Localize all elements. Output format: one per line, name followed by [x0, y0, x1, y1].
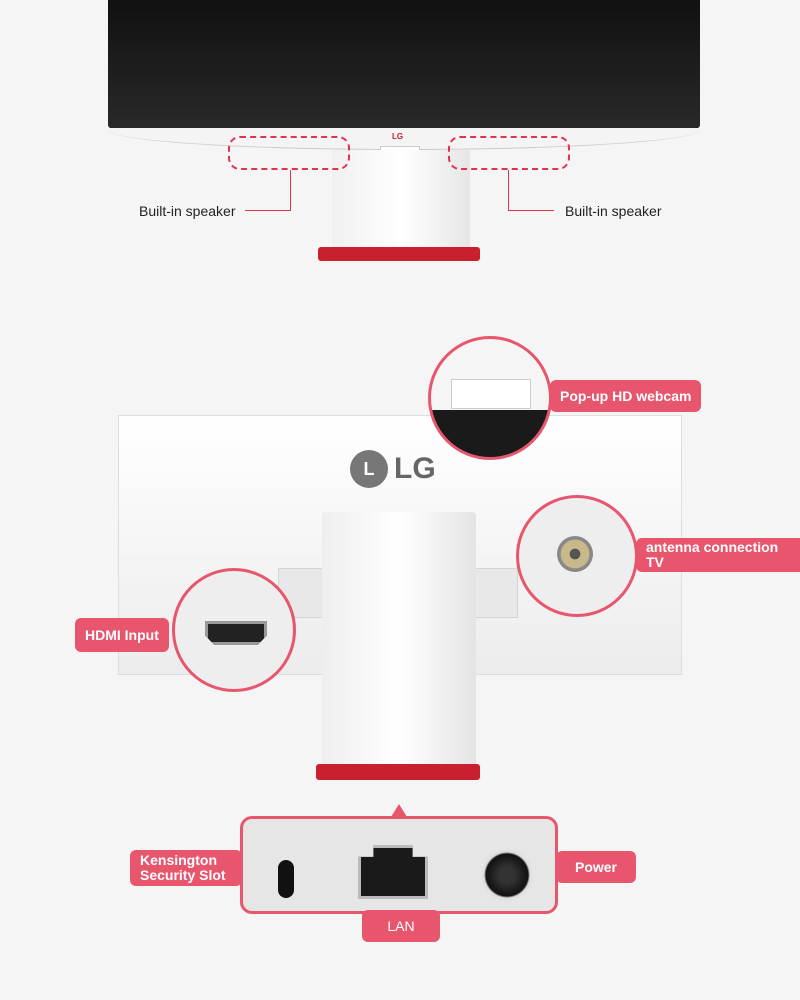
back-logo-text: LG: [394, 452, 436, 485]
leader-right-h: [508, 210, 554, 211]
leader-left: [290, 170, 291, 211]
lan-label: LAN: [362, 910, 440, 942]
front-logo: LG: [392, 132, 404, 141]
back-stand-base: [316, 764, 480, 780]
webcam-callout: [428, 336, 552, 460]
speaker-highlight-right: [448, 136, 570, 170]
kensington-slot-icon: [278, 860, 294, 898]
antenna-label: antenna connection TV: [636, 538, 800, 572]
speaker-label-right: Built-in speaker: [565, 203, 662, 219]
leader-right: [508, 170, 509, 211]
power-label: Power: [556, 851, 636, 883]
callout-pointer: [391, 804, 407, 817]
back-stand: [322, 512, 476, 767]
leader-left-h: [245, 210, 291, 211]
back-logo: L LG: [350, 450, 436, 488]
monitor-screen: [108, 0, 700, 135]
stand-base: [318, 247, 480, 261]
webcam-label: Pop-up HD webcam: [550, 380, 702, 412]
hdmi-label: HDMI Input: [75, 618, 169, 652]
speaker-label-left: Built-in speaker: [139, 203, 236, 219]
kensington-label: Kensington Security Slot: [130, 850, 242, 886]
hdmi-port-icon: [205, 621, 267, 645]
antenna-connector-icon: [557, 536, 593, 572]
antenna-callout: [516, 495, 638, 617]
lg-logo-icon: L: [350, 450, 388, 488]
webcam-icon: [451, 379, 531, 409]
hdmi-callout: [172, 568, 296, 692]
speaker-highlight-left: [228, 136, 350, 170]
power-jack-icon: [480, 848, 534, 902]
stand-neck: [332, 150, 470, 250]
